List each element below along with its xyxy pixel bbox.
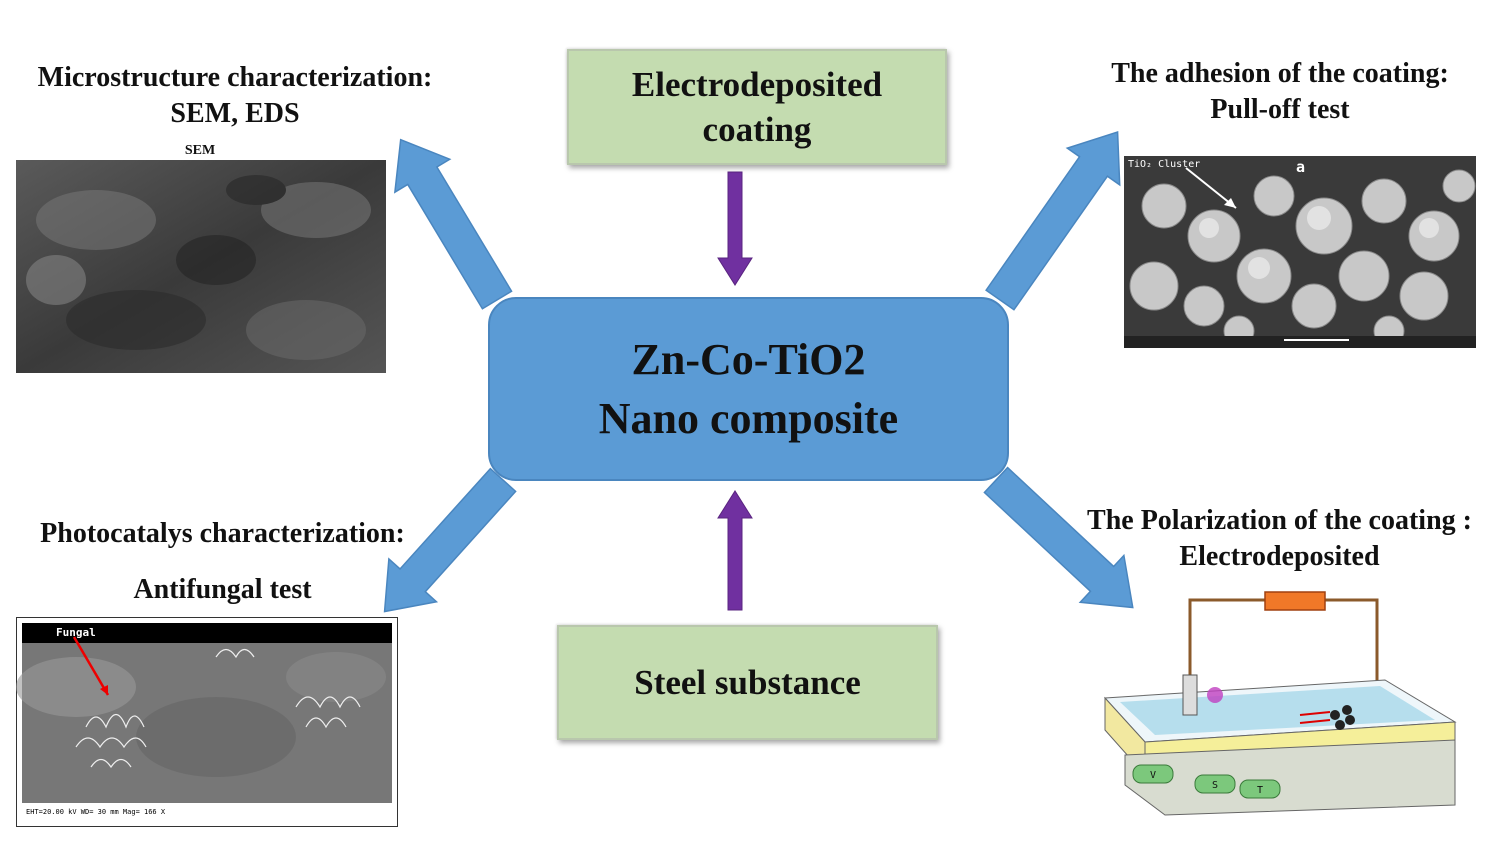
- top-input-box: Electrodeposited coating: [567, 49, 947, 165]
- top-left-line2: SEM, EDS: [170, 98, 300, 130]
- sem-image: [16, 160, 386, 373]
- bottom-right-line1: The Polarization of the coating :: [1087, 505, 1472, 536]
- panel-button-t: T: [1257, 785, 1263, 796]
- center-line1: Zn-Co-TiO2: [631, 334, 866, 384]
- top-box-line1: Electrodeposited: [631, 64, 883, 104]
- center-node: Zn-Co-TiO2 Nano composite: [488, 297, 1009, 481]
- top-right-label: The adhesion of the coating: Pull-off te…: [1070, 56, 1490, 129]
- bottom-right-line2: Electrodeposited: [1179, 541, 1380, 573]
- micrograph-footer: EHT=20.00 kV WD= 30 mm Mag= 166 X: [26, 808, 166, 816]
- center-line2: Nano composite: [598, 394, 899, 443]
- fungal-label: Fungal: [56, 626, 96, 639]
- panel-button-v: V: [1150, 770, 1156, 781]
- arrow-to-bottom-left: [383, 467, 517, 613]
- top-right-line1: The adhesion of the coating:: [1111, 58, 1449, 89]
- bottom-box-line1: Steel substance: [634, 662, 861, 702]
- electrodeposition-cell-illustration: V S T: [1103, 591, 1457, 816]
- panel-button-s: S: [1212, 780, 1218, 791]
- arrow-up-to-center: [717, 490, 753, 611]
- top-left-label: Microstructure characterization: SEM, ED…: [5, 60, 465, 133]
- bottom-input-box: Steel substance: [557, 625, 938, 740]
- top-box-line2: coating: [702, 110, 812, 149]
- sem-image-caption: SEM: [184, 143, 216, 158]
- bottom-right-label: The Polarization of the coating : Electr…: [1062, 503, 1497, 576]
- arrow-to-top-right: [985, 131, 1121, 311]
- top-right-line2: Pull-off test: [1210, 94, 1350, 126]
- antifungal-micrograph: Fungal EHT=20.00 kV WD= 30 mm Mag= 166 X: [16, 617, 398, 827]
- adhesion-micrograph: TiO₂ Cluster a: [1124, 156, 1476, 348]
- arrow-to-bottom-right: [983, 466, 1134, 609]
- arrow-to-top-left: [393, 138, 513, 310]
- arrow-down-to-center: [717, 171, 753, 286]
- bottom-left-label-1: Photocatalys characterization:: [40, 518, 405, 549]
- micrograph-letter: a: [1296, 158, 1305, 176]
- micrograph-cluster-label: TiO₂ Cluster: [1128, 159, 1200, 170]
- top-left-line1: Microstructure characterization:: [37, 62, 433, 93]
- bottom-left-label-2: Antifungal test: [133, 574, 312, 605]
